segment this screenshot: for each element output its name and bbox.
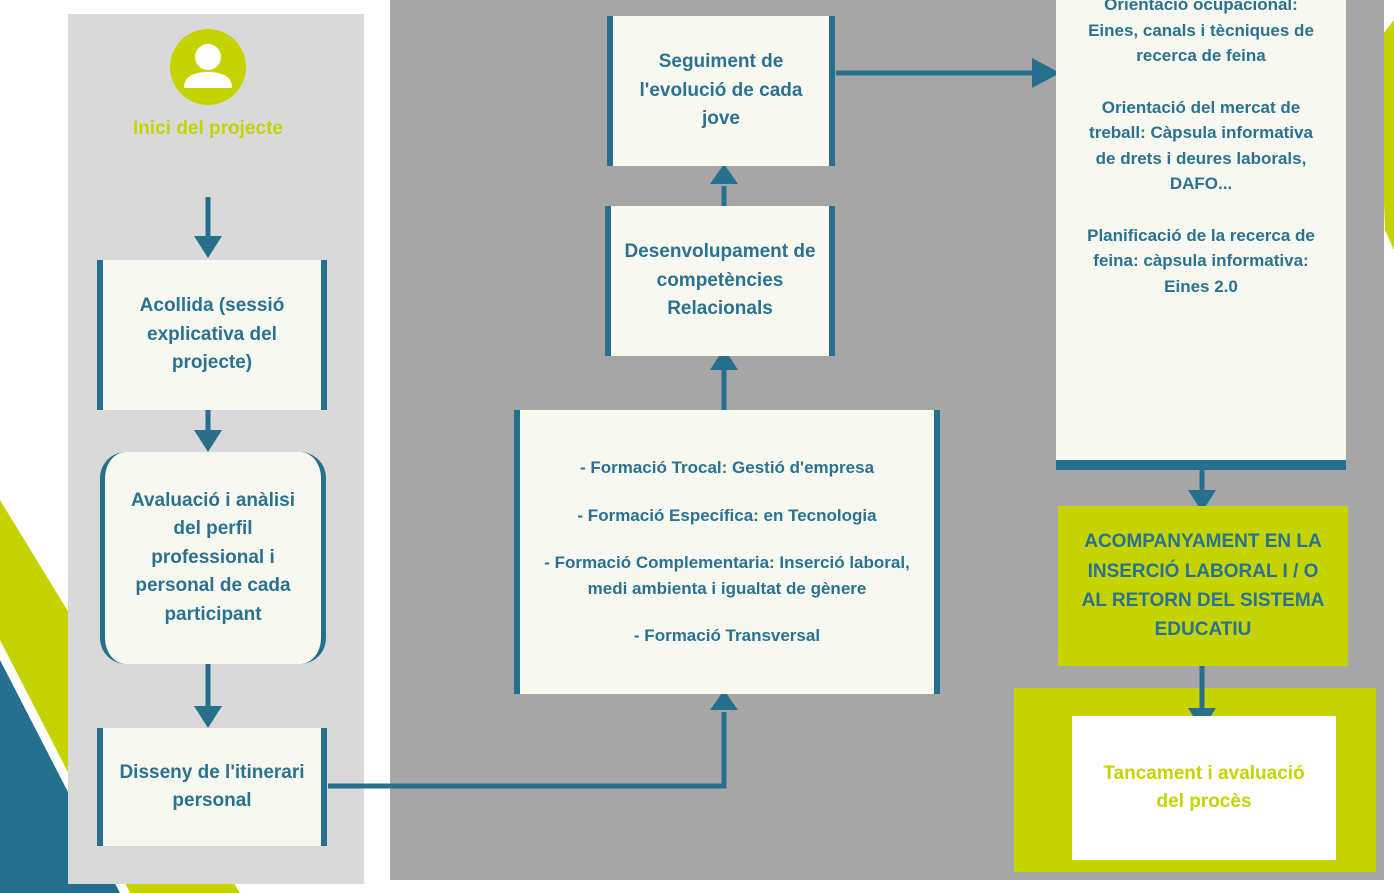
node-acollida: Acollida (sessió explicativa del project… — [97, 260, 327, 410]
formacio-item: - Formació Complementaria: Inserció labo… — [544, 553, 910, 598]
node-desenvolupament-text: Desenvolupament de competències Relacion… — [624, 241, 816, 320]
arrowhead-up — [710, 164, 738, 184]
arrowhead-down — [194, 430, 222, 452]
node-seguiment-text: Seguiment de l'evolució de cada jove — [639, 51, 803, 130]
user-icon — [170, 29, 246, 105]
orientacio-block: Orientació del mercat de treball: Càpsul… — [1089, 97, 1313, 194]
arrowhead-down — [194, 236, 222, 258]
formacio-item: - Formació Transversal — [633, 626, 821, 646]
orientacio-block: Planificació de la recerca de feina: càp… — [1087, 225, 1315, 296]
start-label: Inici del projecte — [133, 118, 283, 139]
node-avaluacio: Avaluació i anàlisi del perfil professio… — [100, 452, 326, 664]
node-acompanyament: ACOMPANYAMENT EN LA INSERCIÓ LABORAL I /… — [1058, 506, 1348, 666]
node-seguiment: Seguiment de l'evolució de cada jove — [607, 16, 835, 166]
node-desenvolupament: Desenvolupament de competències Relacion… — [605, 206, 835, 356]
node-disseny: Disseny de l'itinerari personal — [97, 728, 327, 846]
formacio-item: - Formació Específica: en Tecnologia — [577, 505, 877, 525]
node-acompanyament-text: ACOMPANYAMENT EN LA INSERCIÓ LABORAL I /… — [1081, 531, 1325, 641]
arrowhead-up — [710, 690, 738, 710]
arrowhead-up — [710, 348, 738, 370]
arrowhead-right — [1032, 58, 1060, 88]
node-formacio: - Formació Trocal: Gestió d'empresa - Fo… — [514, 410, 940, 694]
node-disseny-text: Disseny de l'itinerari personal — [119, 761, 305, 812]
arrowhead-down — [1188, 490, 1216, 512]
formacio-item: - Formació Trocal: Gestió d'empresa — [579, 458, 875, 478]
arrow-disseny-to-formacio — [328, 712, 727, 789]
node-orientacio: Orientació ocupacional: Eines, canals i … — [1056, 0, 1346, 470]
node-acollida-text: Acollida (sessió explicativa del project… — [139, 295, 285, 374]
node-tancament: Tancament i avaluació del procès — [1072, 716, 1336, 860]
node-tancament-text: Tancament i avaluació del procès — [1103, 762, 1305, 813]
node-avaluacio-text: Avaluació i anàlisi del perfil professio… — [130, 489, 296, 625]
orientacio-block: Orientació ocupacional: Eines, canals i … — [1088, 0, 1314, 65]
arrowhead-down — [194, 706, 222, 728]
